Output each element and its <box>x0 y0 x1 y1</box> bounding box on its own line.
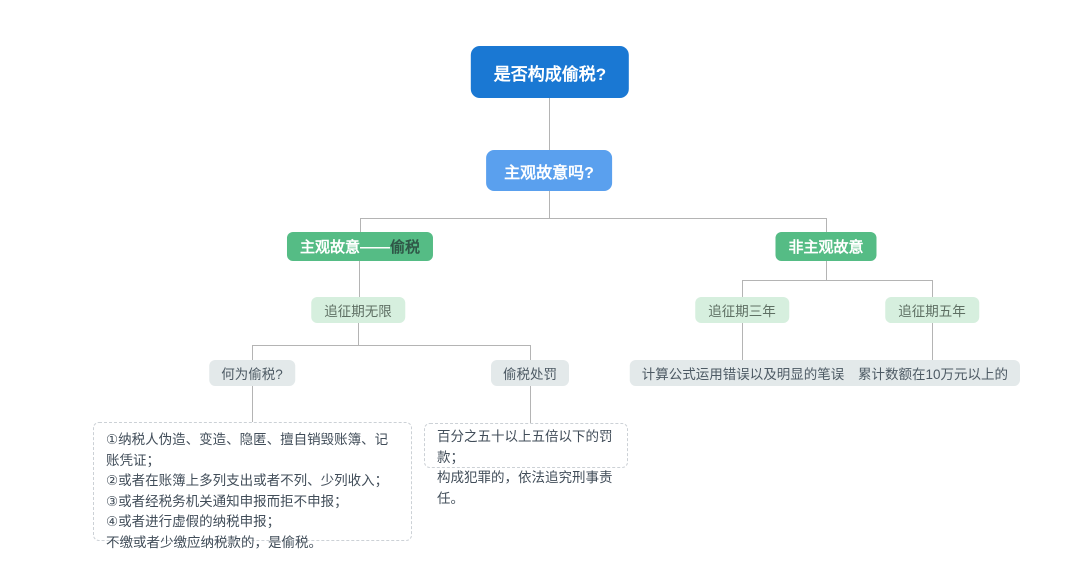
period-unlimited-label: 追征期无限 <box>324 304 392 319</box>
connector-line <box>742 280 743 297</box>
period-three-years-label: 追征期三年 <box>708 304 776 319</box>
penalty-detail-box: 百分之五十以上五倍以下的罚款； 构成犯罪的，依法追究刑事责任。 <box>424 423 628 506</box>
period-five-years-node: 追征期五年 <box>885 297 979 323</box>
connector-line <box>252 345 253 360</box>
connector-line <box>252 386 253 422</box>
connector-line <box>742 280 932 281</box>
connector-line <box>252 345 530 346</box>
branch-left-label-emphasis: 偷税 <box>390 239 421 256</box>
connector-line <box>360 218 361 232</box>
amount-over-node: 累计数额在10万元以上的 <box>845 360 1021 386</box>
connector-line <box>530 386 531 423</box>
penalty-line: 百分之五十以上五倍以下的罚款； <box>437 429 613 465</box>
definition-line: 不缴或者少缴应纳税款的，是偷税。 <box>106 534 322 550</box>
connector-line <box>530 345 531 360</box>
root-node-label: 是否构成偷税? <box>493 64 607 84</box>
connector-line <box>826 261 827 280</box>
connector-line <box>826 218 827 232</box>
connector-line <box>360 218 826 219</box>
period-unlimited-node: 追征期无限 <box>311 297 405 323</box>
evasion-definition-detail-box: ①纳税人伪造、变造、隐匿、擅自销毁账簿、记账凭证； ②或者在账簿上多列支出或者不… <box>93 422 412 550</box>
definition-line: ③或者经税务机关通知申报而拒不申报； <box>106 493 348 509</box>
what-is-evasion-label: 何为偷税? <box>221 367 283 382</box>
connector-line <box>359 261 360 297</box>
connector-line <box>932 323 933 360</box>
root-node: 是否构成偷税? <box>470 46 630 98</box>
question-node: 主观故意吗? <box>486 150 612 191</box>
period-three-years-node: 追征期三年 <box>695 297 789 323</box>
period-five-years-label: 追征期五年 <box>898 304 966 319</box>
evasion-penalty-node: 偷税处罚 <box>491 360 569 386</box>
calc-error-label: 计算公式运用错误以及明显的笔误 <box>641 367 845 382</box>
definition-line: ④或者进行虚假的纳税申报； <box>106 514 281 529</box>
connector-line <box>932 280 933 297</box>
connector-line <box>549 191 550 218</box>
branch-left-node: 主观故意——偷税 <box>286 232 434 261</box>
amount-over-label: 累计数额在10万元以上的 <box>857 367 1009 382</box>
connector-line <box>742 323 743 360</box>
calc-error-node: 计算公式运用错误以及明显的笔误 <box>629 360 857 386</box>
definition-line: ②或者在账簿上多列支出或者不列、少列收入； <box>106 473 389 488</box>
what-is-evasion-node: 何为偷税? <box>209 360 295 386</box>
penalty-line: 构成犯罪的，依法追究刑事责任。 <box>437 470 613 506</box>
definition-line: ①纳税人伪造、变造、隐匿、擅自销毁账簿、记账凭证； <box>106 432 389 468</box>
branch-left-label-prefix: 主观故意—— <box>299 239 390 256</box>
evasion-penalty-label: 偷税处罚 <box>503 367 557 382</box>
question-node-label: 主观故意吗? <box>504 164 594 182</box>
branch-right-label: 非主观故意 <box>788 239 864 256</box>
connector-line <box>358 323 359 345</box>
connector-line <box>549 98 550 151</box>
branch-right-node: 非主观故意 <box>775 232 877 261</box>
